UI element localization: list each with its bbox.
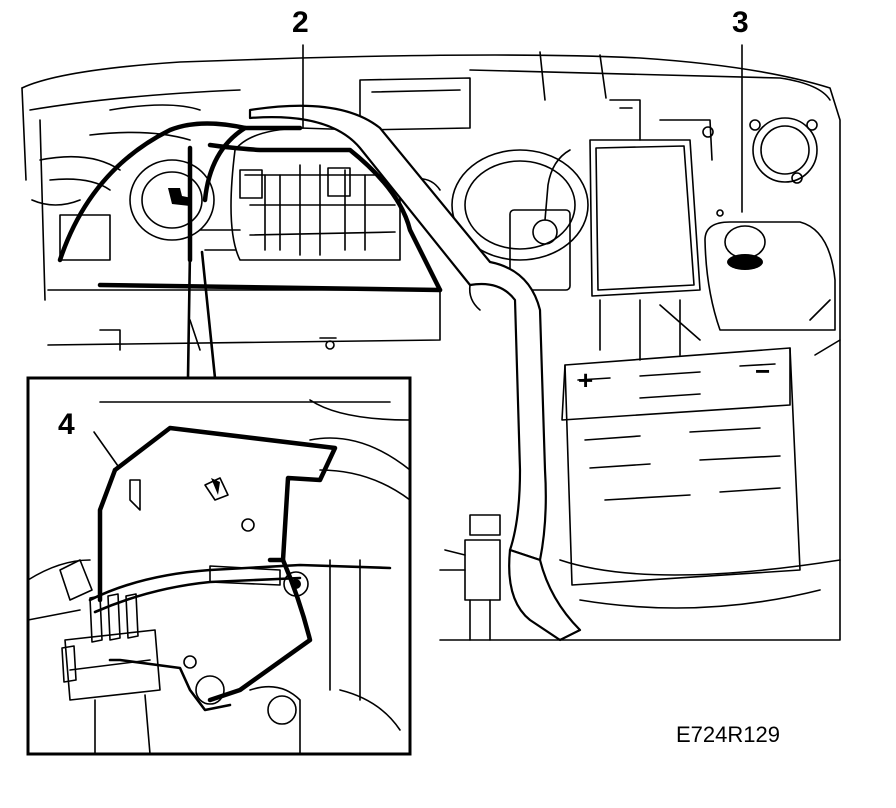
callout-3: 3 [732, 6, 749, 39]
detail-inset [26, 376, 412, 756]
brake-booster [451, 149, 589, 291]
callout-2: 2 [292, 6, 309, 39]
figure-id-label: E724R129 [676, 722, 780, 747]
strut-top-right [749, 117, 818, 184]
hose-sensor-connector [439, 514, 501, 641]
engine-bay-outline [21, 51, 841, 641]
battery-minus-symbol: − [755, 356, 770, 386]
intake-manifold [199, 127, 441, 261]
callout-4: 4 [58, 408, 75, 441]
callout-leaders [93, 44, 743, 467]
fuse-box [589, 99, 714, 361]
battery: + − [559, 347, 841, 609]
highlighted-harness [57, 121, 443, 293]
battery-plus-symbol: + [578, 365, 593, 395]
inset-leader-lines [186, 248, 217, 380]
reservoir-cap [129, 159, 215, 241]
coolant-expansion-tank [704, 209, 841, 356]
upper-radiator-hose [248, 104, 582, 642]
